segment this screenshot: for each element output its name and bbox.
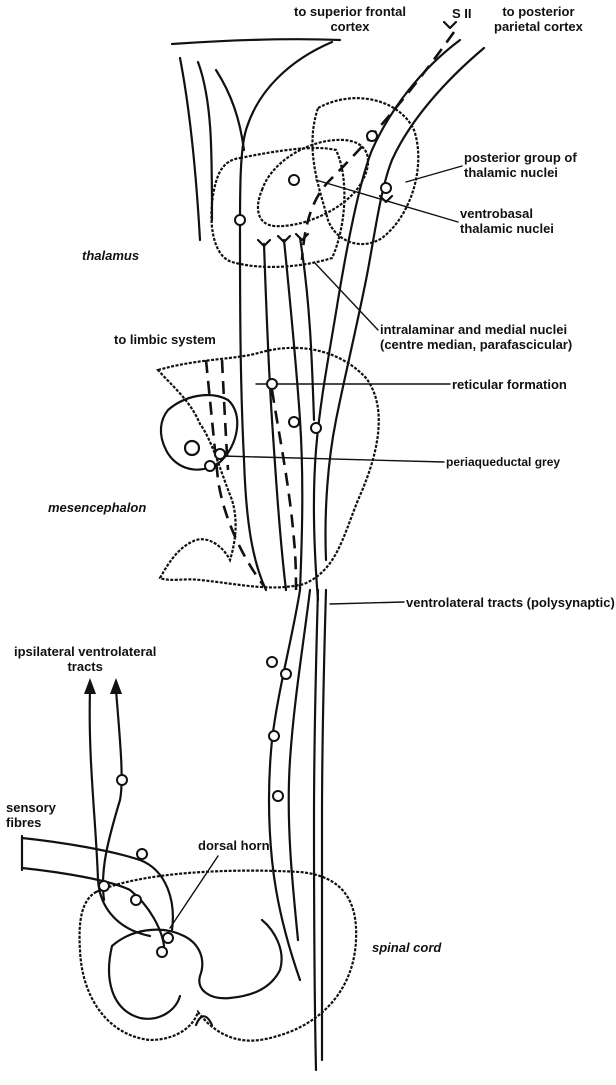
label-s2: S II <box>452 6 472 21</box>
label-intralaminar-line2: (centre median, parafascicular) <box>380 337 572 352</box>
ipsilateral-arrow-1 <box>84 678 96 694</box>
neuron-node <box>267 657 277 667</box>
neuron-node <box>289 417 299 427</box>
synapse-terminal <box>296 234 308 240</box>
limbic-dashed-1 <box>206 360 264 586</box>
tract-to-superior-frontal <box>240 42 332 590</box>
label-posterior-parietal: to posterior parietal cortex <box>494 4 583 34</box>
aqueduct <box>185 441 199 455</box>
label-intralaminar: intralaminar and medial nuclei (centre m… <box>380 322 572 352</box>
ventrolateral-tract-4 <box>322 590 326 1060</box>
neuron-node <box>267 379 277 389</box>
label-posterior-group-line2: thalamic nuclei <box>464 165 577 180</box>
label-posterior-group-line1: posterior group of <box>464 150 577 165</box>
pointer-posterior-group <box>406 166 462 182</box>
neuron-node <box>131 895 141 905</box>
label-ipsilateral-line1: ipsilateral ventrolateral <box>14 644 156 659</box>
neuron-node <box>99 881 109 891</box>
synapse-terminal <box>380 196 392 202</box>
tract-intralaminar-3 <box>300 238 314 420</box>
tract-to-posterior-parietal-1 <box>314 40 460 600</box>
label-posterior-parietal-line1: to posterior <box>494 4 583 19</box>
grey-matter-outline <box>109 920 282 1019</box>
tract-intralaminar-1 <box>264 244 286 590</box>
label-dorsal-horn: dorsal horn <box>198 838 270 853</box>
label-superior-frontal: to superior frontal cortex <box>294 4 406 34</box>
label-posterior-parietal-line2: parietal cortex <box>494 19 583 34</box>
synapse-terminal <box>444 22 456 28</box>
neuron-node <box>311 423 321 433</box>
neuron-node <box>157 947 167 957</box>
neuron-node <box>205 461 215 471</box>
neuron-node <box>367 131 377 141</box>
label-periaqueductal: periaqueductal grey <box>446 455 560 470</box>
neuron-node <box>137 849 147 859</box>
label-reticular: reticular formation <box>452 377 567 392</box>
pointer-dorsal-horn <box>170 856 218 928</box>
label-ventrobasal-line1: ventrobasal <box>460 206 554 221</box>
label-sensory: sensory fibres <box>6 800 56 830</box>
neuron-node <box>281 669 291 679</box>
label-sensory-line2: fibres <box>6 815 56 830</box>
neuron-node <box>235 215 245 225</box>
neuron-node <box>215 449 225 459</box>
label-mesencephalon: mesencephalon <box>48 500 146 515</box>
neuron-node <box>269 731 279 741</box>
neuron-node <box>117 775 127 785</box>
ventrolateral-tract-3 <box>314 590 318 1070</box>
label-ipsilateral-line2: tracts <box>14 659 156 674</box>
label-superior-frontal-line1: to superior frontal <box>294 4 406 19</box>
label-ipsilateral: ipsilateral ventrolateral tracts <box>14 644 156 674</box>
neuron-nodes <box>99 131 391 957</box>
label-limbic: to limbic system <box>114 332 216 347</box>
neuron-node <box>381 183 391 193</box>
label-thalamus: thalamus <box>82 248 139 263</box>
label-intralaminar-line1: intralaminar and medial nuclei <box>380 322 572 337</box>
label-sensory-line1: sensory <box>6 800 56 815</box>
label-ventrolateral: ventrolateral tracts (polysynaptic) <box>406 595 615 610</box>
ventrolateral-tract-2 <box>289 590 310 940</box>
ipsilateral-arrow-2 <box>110 678 122 694</box>
neuron-node <box>289 175 299 185</box>
label-posterior-group: posterior group of thalamic nuclei <box>464 150 577 180</box>
label-ventrobasal-line2: thalamic nuclei <box>460 221 554 236</box>
cortex-outline <box>172 39 340 44</box>
label-spinal-cord: spinal cord <box>372 940 441 955</box>
pointer-ventrolateral <box>330 602 404 604</box>
label-superior-frontal-line2: cortex <box>294 19 406 34</box>
ipsilateral-tract-2 <box>103 690 122 900</box>
neuron-node <box>163 933 173 943</box>
tract-to-posterior-parietal-2 <box>325 48 484 560</box>
pointer-periaqueductal <box>222 456 444 462</box>
neuron-node <box>273 791 283 801</box>
label-ventrobasal: ventrobasal thalamic nuclei <box>460 206 554 236</box>
